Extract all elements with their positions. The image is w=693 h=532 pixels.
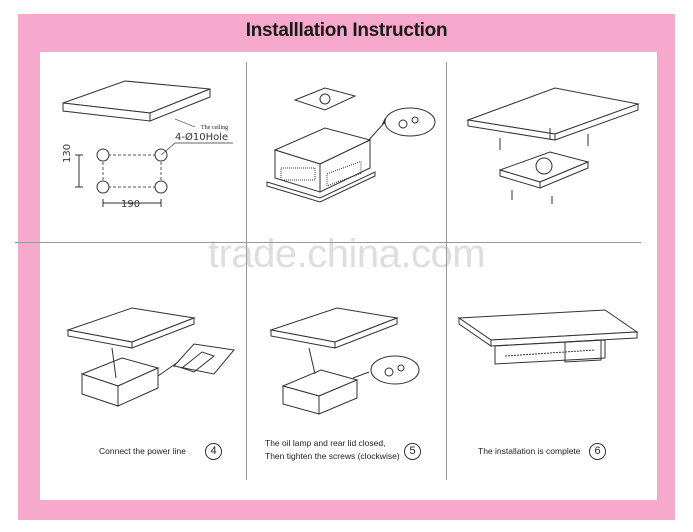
step-5-caption-line2: Then tighten the screws (clockwise) — [265, 451, 400, 461]
watermark: trade.china.com — [207, 232, 486, 276]
step-6-number: 6 — [589, 443, 606, 460]
step-4-caption: Connect the power line — [99, 446, 186, 456]
ceiling-hole-diagram — [62, 80, 233, 207]
step-5-panel — [265, 300, 450, 430]
column-divider-2 — [446, 62, 447, 480]
ceiling-label: The ceiling — [201, 125, 229, 131]
column-divider-1 — [246, 62, 247, 480]
step-5-number: 5 — [404, 443, 421, 460]
step-4-number: 4 — [205, 443, 222, 460]
dim-width-label: 190 — [121, 199, 141, 210]
step-2-panel — [255, 80, 440, 230]
step-5-caption-line1: The oil lamp and rear lid closed, — [265, 438, 386, 448]
hole-label: 4-Ø10Hole — [175, 132, 229, 143]
step-3-panel — [460, 80, 645, 230]
installation-complete-diagram — [457, 309, 639, 365]
unit-mounting-diagram — [266, 87, 436, 203]
power-line-diagram — [66, 307, 235, 407]
dim-height-label: 130 — [62, 143, 73, 163]
step-6-panel — [455, 309, 645, 390]
step-4-panel — [62, 298, 247, 428]
close-lid-diagram — [269, 307, 420, 415]
step-1-panel: The ceiling 4-Ø10Hole 130 190 — [55, 75, 240, 235]
page-title: Installlation Instruction — [245, 20, 448, 41]
step-6-caption: The installation is complete — [478, 446, 581, 456]
row-divider — [15, 242, 641, 243]
ceiling-mount-diagram — [466, 87, 640, 204]
